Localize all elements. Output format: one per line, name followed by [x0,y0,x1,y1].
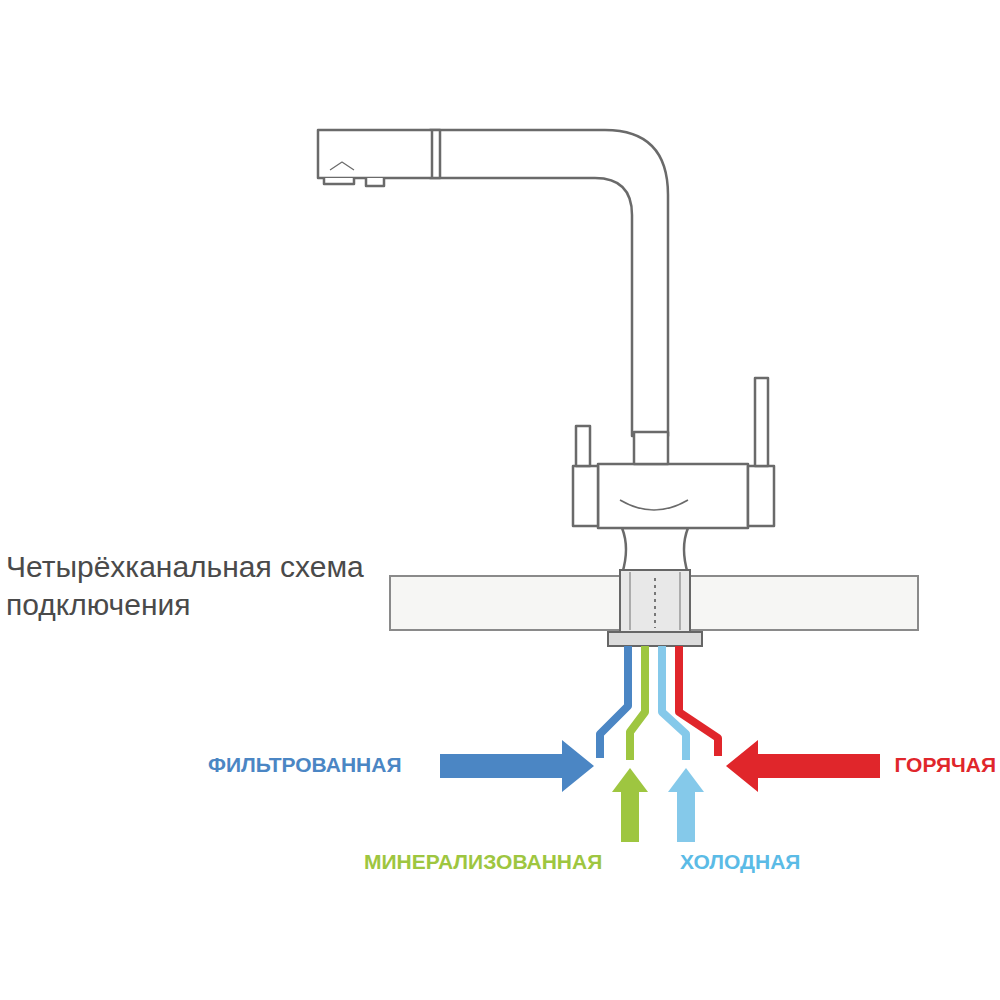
diagram-title: Четырёхканальная схема подключения [6,548,378,624]
arrow-mineralized [612,768,648,842]
pipe-label: ГОРЯЧАЯ [894,752,996,778]
lever-right [755,378,768,466]
arrow-hot [726,740,880,792]
lever-left [576,426,590,466]
pipe-filtered [600,646,628,758]
spout-head [318,130,440,178]
faucet-base [622,528,688,574]
pipe-mineralized [630,646,645,760]
pipe-label: ХОЛОДНАЯ [680,849,800,875]
nozzle [324,178,354,184]
mounting-stud [620,570,690,632]
handle-right [748,466,774,526]
arrow-cold [668,768,704,842]
spout [430,130,668,436]
pipe-label: ФИЛЬТРОВАННАЯ [208,752,402,778]
arrow-filtered [440,740,594,792]
pipe-label: МИНЕРАЛИЗОВАННАЯ [364,849,602,875]
nozzle [366,178,384,186]
spout-neck [634,432,668,464]
nut [608,632,702,646]
handle-left [573,466,598,526]
faucet-body [598,464,748,528]
pipe-hot [679,646,718,756]
